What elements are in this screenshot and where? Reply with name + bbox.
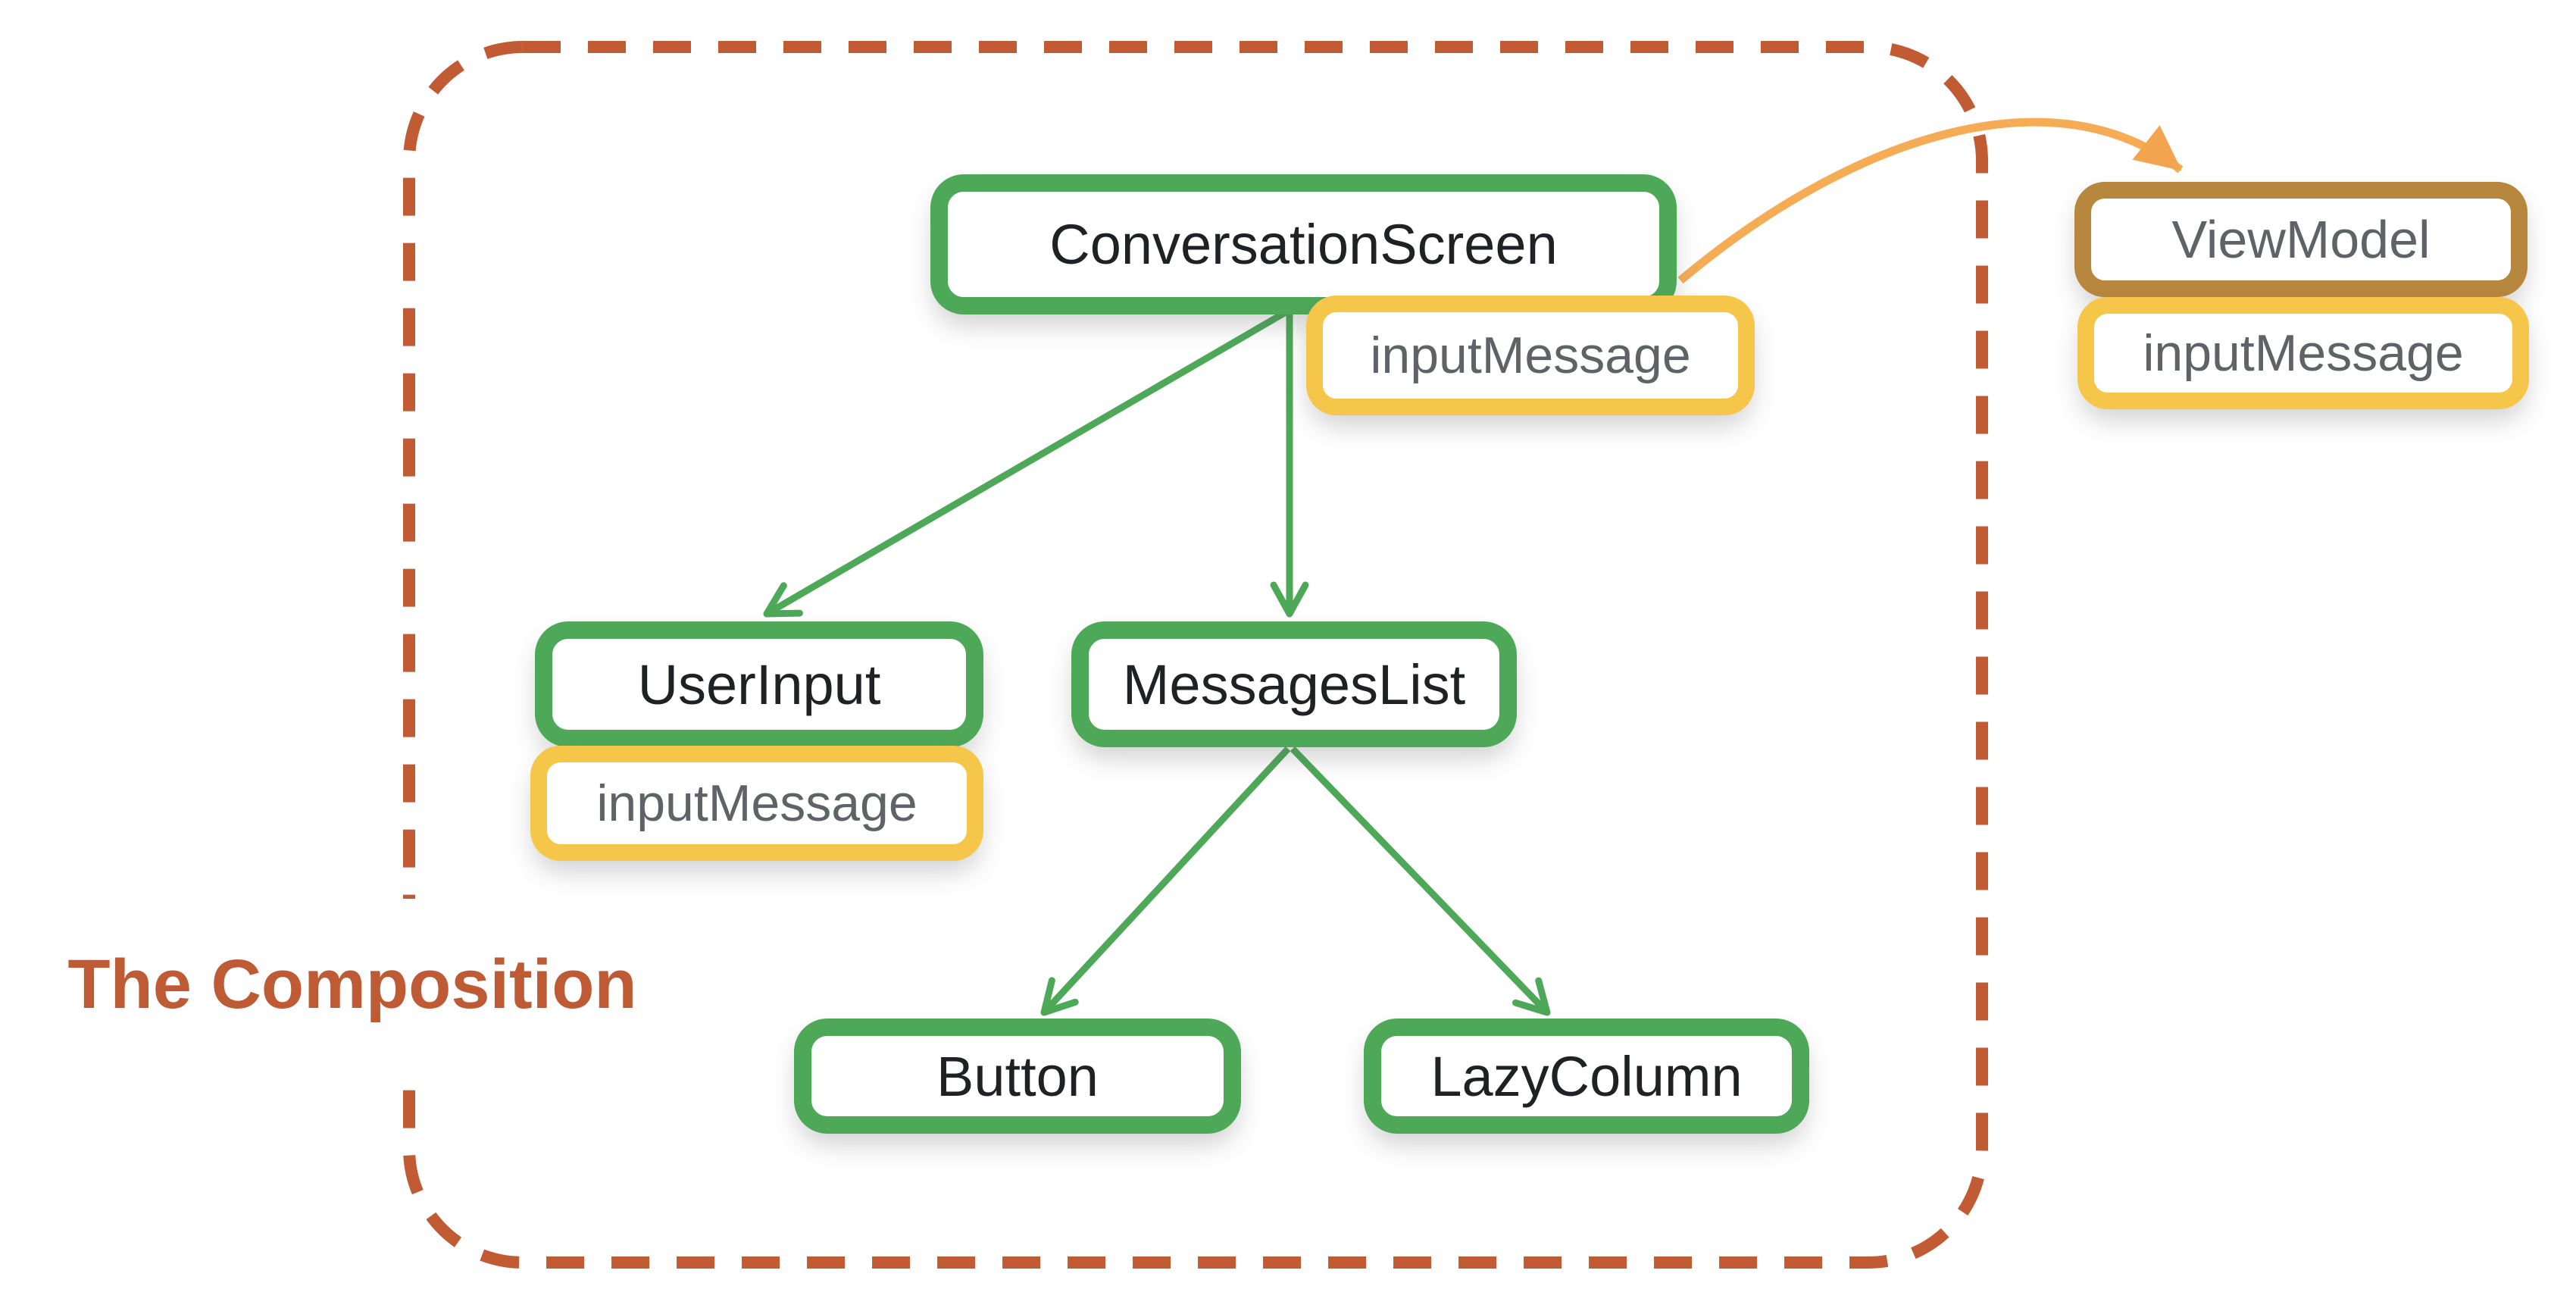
state-inputmessage-viewmodel: inputMessage bbox=[2077, 297, 2529, 409]
node-viewmodel-label: ViewModel bbox=[2171, 210, 2431, 269]
state-inputmessage-userinput-label: inputMessage bbox=[596, 774, 918, 832]
edge-conversationscreen-userinput bbox=[763, 309, 1288, 618]
arrow-conversationscreen-viewmodel bbox=[1677, 117, 2184, 284]
node-conversationscreen: ConversationScreen bbox=[930, 174, 1677, 314]
edge-messageslist-button bbox=[1040, 746, 1291, 1016]
state-inputmessage-viewmodel-label: inputMessage bbox=[2143, 324, 2464, 382]
node-lazycolumn: LazyColumn bbox=[1364, 1019, 1809, 1134]
node-button-label: Button bbox=[936, 1044, 1099, 1108]
diagram-caption: The Composition bbox=[38, 899, 667, 1070]
node-userinput-label: UserInput bbox=[637, 652, 881, 716]
state-inputmessage-userinput: inputMessage bbox=[530, 746, 983, 861]
node-lazycolumn-label: LazyColumn bbox=[1430, 1044, 1743, 1108]
state-inputmessage-conversationscreen: inputMessage bbox=[1306, 296, 1755, 415]
node-userinput: UserInput bbox=[535, 621, 983, 747]
node-conversationscreen-label: ConversationScreen bbox=[1049, 213, 1558, 276]
node-button: Button bbox=[794, 1019, 1241, 1134]
node-messageslist-label: MessagesList bbox=[1122, 652, 1466, 716]
diagram-caption-text: The Composition bbox=[67, 945, 637, 1023]
node-messageslist: MessagesList bbox=[1071, 621, 1517, 747]
edge-messageslist-lazycolumn bbox=[1290, 746, 1551, 1016]
state-inputmessage-conversationscreen-label: inputMessage bbox=[1370, 327, 1691, 384]
node-viewmodel: ViewModel bbox=[2074, 182, 2528, 297]
composition-boundary bbox=[403, 41, 1988, 1269]
